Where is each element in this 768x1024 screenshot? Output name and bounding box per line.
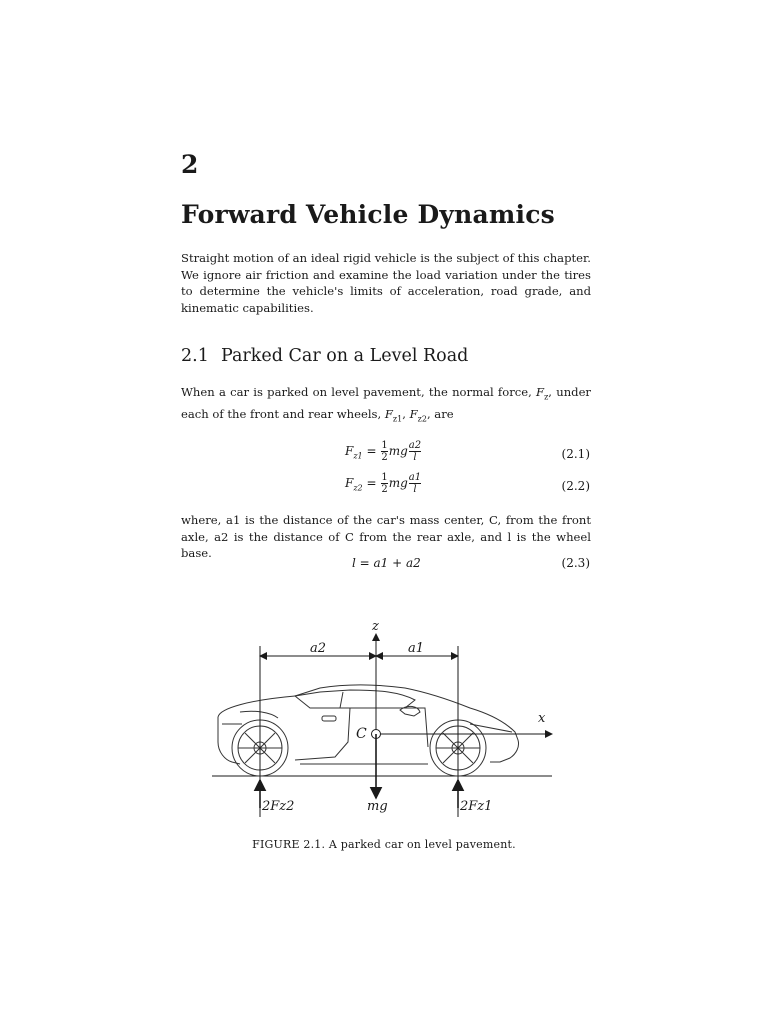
car-outline: [217, 684, 519, 765]
symbol-fz2: F: [409, 406, 418, 421]
label-a1: a1: [408, 641, 424, 656]
figure-caption: FIGURE 2.1. A parked car on level paveme…: [252, 838, 516, 851]
eq1-lhs: F: [345, 444, 354, 458]
eq1-equals: =: [362, 444, 381, 458]
eq1-num: 1: [381, 440, 388, 451]
equation-number-2-1: (2.1): [561, 447, 590, 461]
figure-parked-car-diagram: z a2 a1 x C mg 2Fz2 2Fz1: [212, 619, 553, 817]
eq2-equals: =: [362, 476, 381, 490]
front-reaction-label: 2Fz1: [459, 799, 492, 814]
section-paragraph-2: where, a1 is the distance of the car's m…: [181, 513, 591, 560]
eq1-lhs-sub: z1: [353, 451, 363, 461]
symbol-fz1: F: [384, 406, 393, 421]
label-a2: a2: [310, 641, 326, 656]
section-title: Parked Car on a Level Road: [221, 346, 469, 366]
eq2-lhs: F: [345, 476, 354, 490]
chapter-intro-paragraph: Straight motion of an ideal rigid vehicl…: [181, 251, 591, 315]
weight-label: mg: [367, 799, 388, 814]
para1-text-3: ,: [402, 406, 410, 421]
para1-text-4: , are: [426, 406, 454, 421]
symbol-fz: F: [536, 385, 545, 399]
z-axis-label: z: [371, 619, 379, 634]
section-paragraph-1: When a car is parked on level pavement, …: [181, 384, 591, 428]
eq2-den2: l: [413, 484, 417, 495]
eq2-num: 1: [381, 472, 388, 483]
eq1-num2: a2: [408, 440, 422, 451]
eq2-num2: a1: [408, 472, 422, 483]
mass-center-label: C: [356, 726, 367, 742]
chapter-title: Forward Vehicle Dynamics: [181, 200, 555, 229]
symbol-fz-sub: z: [544, 392, 549, 402]
equation-number-2-3: (2.3): [561, 556, 590, 570]
eq1-mg: mg: [388, 444, 408, 458]
eq2-den: 2: [381, 484, 388, 495]
eq1-den: 2: [381, 452, 388, 463]
equation-2-3: l = a1 + a2: [352, 556, 421, 570]
para1-text-1: When a car is parked on level pavement, …: [181, 385, 537, 399]
x-axis-label: x: [538, 711, 546, 726]
eq2-lhs-sub: z2: [353, 483, 363, 493]
chapter-number: 2: [181, 150, 199, 179]
para1-text-2: , under each of the front and rear wheel…: [181, 385, 591, 421]
symbol-fz1-sub: z1: [392, 414, 403, 424]
section-number: 2.1: [181, 346, 209, 366]
equation-number-2-2: (2.2): [561, 479, 590, 493]
eq2-mg: mg: [388, 476, 408, 490]
rear-reaction-label: 2Fz2: [261, 799, 294, 814]
symbol-fz2-sub: z2: [417, 414, 427, 424]
eq1-den2: l: [413, 452, 417, 463]
